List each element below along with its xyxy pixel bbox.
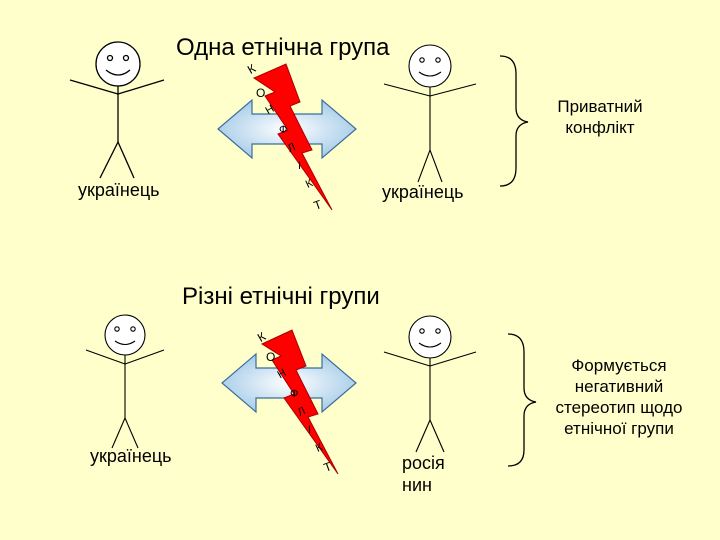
bottom-note: Формується негативний стереотип щодо етн… (544, 355, 694, 439)
top-left-person-label: українець (78, 180, 160, 200)
top-right-person-label: українець (382, 182, 464, 202)
bottom-note-line: Формується (571, 356, 667, 375)
top-conflict-letter: Ф (279, 124, 288, 136)
top-right-stick-figure (383, 44, 477, 183)
bottom-note-line: стереотип щодо (555, 398, 683, 417)
bottom-conflict-letter: Ф (290, 388, 299, 400)
bottom-conflict-letter: І (308, 424, 312, 436)
top-note-line: конфлікт (565, 118, 635, 137)
top-conflict-letter: О (256, 86, 266, 100)
bottom-note-line: негативний (574, 377, 664, 396)
top-note: Приватний конфлікт (540, 96, 660, 138)
head-icon (408, 315, 452, 359)
bottom-left-person-label: українець (90, 446, 172, 466)
bottom-note-line: етнічної групи (564, 419, 674, 438)
bottom-lightning-bolt-icon (260, 329, 339, 475)
head-icon (104, 314, 146, 356)
top-note-line: Приватний (557, 97, 643, 116)
head-icon (408, 44, 452, 88)
top-title: Одна етнічна група (176, 34, 390, 61)
bottom-title: Різні етнічні групи (182, 283, 380, 310)
bottom-right-person-label: росія нин (402, 452, 445, 496)
top-lightning-bolt-icon (252, 63, 333, 211)
bottom-left-stick-figure (85, 314, 165, 449)
bottom-brace (507, 333, 537, 467)
bottom-right-stick-figure (383, 315, 477, 453)
bottom-right-person-label-line: росія (402, 453, 445, 473)
head-icon (95, 41, 141, 87)
top-conflict-letter: І (298, 160, 302, 172)
bottom-conflict-letter: О (266, 350, 276, 364)
top-brace (499, 55, 529, 187)
top-left-stick-figure (69, 41, 165, 179)
bottom-right-person-label-line: нин (402, 475, 432, 495)
